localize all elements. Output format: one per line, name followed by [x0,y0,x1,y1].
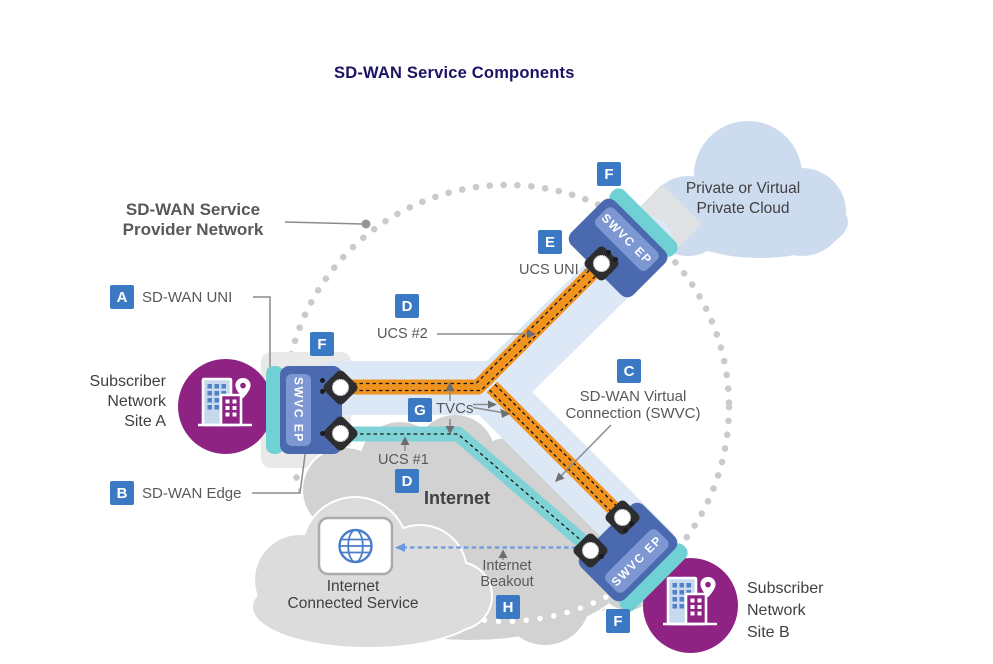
subscriber-site-a-circle [178,359,273,454]
provider-network-label: SD-WAN Service Provider Network [122,200,264,239]
subscriber-site-a-label: Subscriber Network Site A [89,373,166,430]
ucs2-label: UCS #2 [377,326,428,342]
endpoint-dot [319,430,325,436]
badge-d-ucs2: D [395,294,419,318]
internet-connected-service-label: Internet Connected Service [287,578,419,612]
swvc-ep-label: SWVC EP [291,377,306,443]
endpoint-dot [319,378,325,383]
badge-g: G [408,398,432,422]
badge-h: H [496,595,520,619]
internet-cloud-label: Internet [424,488,491,508]
leader-lines [252,221,612,560]
ucs-uni-label: UCS UNI [519,262,579,278]
sd-wan-edge-label: SD-WAN Edge [142,485,242,502]
endpoint-dot [605,250,611,255]
building-with-location-pin-icon [663,576,717,626]
internet-breakout-label: Internet Beakout [480,558,534,590]
endpoint-dot [319,388,325,394]
badge-f-site-a: F [310,332,334,356]
tvcs-label: TVCs [436,400,474,417]
subscriber-site-b-label: Subscriber Network Site B [747,580,824,641]
page-title: SD-WAN Service Components [334,64,575,82]
endpoint-dot [623,528,628,533]
badge-d-ucs1: D [395,469,419,493]
badge-e: E [538,230,562,254]
swvc-ep-plate: SWVC EP [286,374,311,446]
swvc-connection-label: SD-WAN Virtual Connection (SWVC) [565,388,701,422]
endpoint-dot [613,257,618,262]
badge-c: C [617,359,641,383]
sd-wan-uni-label: SD-WAN UNI [142,289,233,306]
badge-f-cloud: F [597,162,621,186]
badge-a: A [110,285,134,309]
arrowheads [400,329,565,558]
private-cloud-label: Private or Virtual Private Cloud [685,180,801,217]
badge-b: B [110,481,134,505]
globe-icon [317,516,394,576]
building-with-location-pin-icon [198,377,252,427]
badge-f-site-b: F [606,609,630,633]
uni-band [266,366,284,454]
endpoint-dot [599,554,604,559]
ucs1-label: UCS #1 [378,452,429,468]
endpoint-dot [629,521,634,526]
